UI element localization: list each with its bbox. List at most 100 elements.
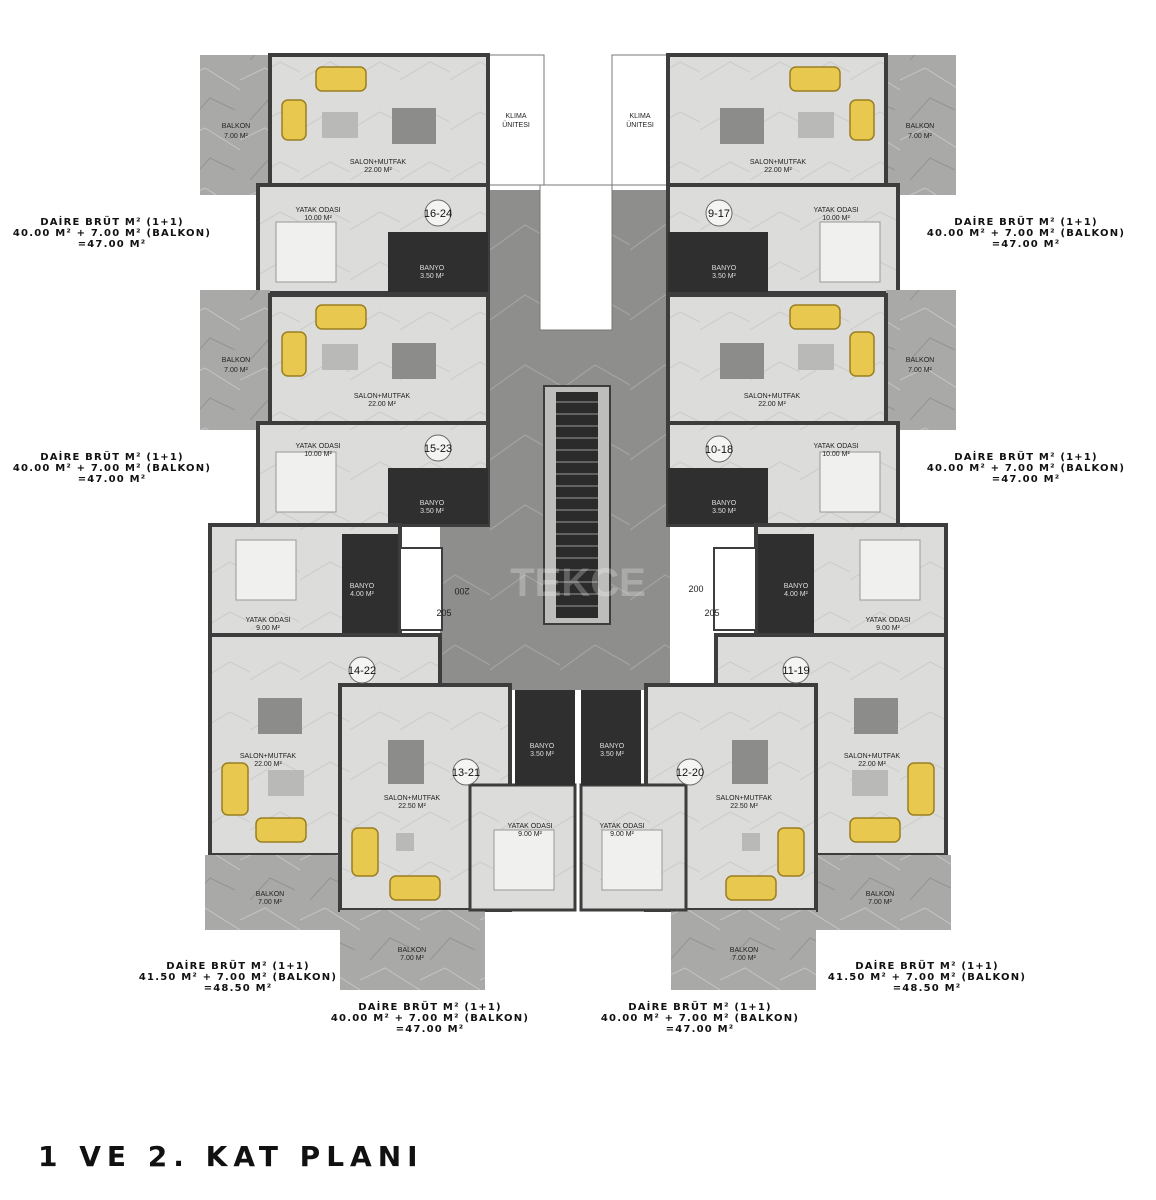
living-kitchen-label: SALON+MUTFAK	[240, 753, 297, 760]
balcony-label: BALKON	[906, 123, 934, 130]
dimension-label: 205	[704, 608, 719, 618]
bedroom-area: 10.00 M²	[822, 451, 850, 458]
living-kitchen-area: 22.00 M²	[758, 401, 786, 408]
summary-line: 40.00 M² + 7.00 M² (BALKON)	[330, 1013, 530, 1024]
summary-line: =47.00 M²	[395, 1024, 465, 1035]
bedroom-label: YATAK ODASI	[865, 617, 910, 624]
bedroom-area: 9.00 M²	[876, 625, 900, 632]
bathroom-area: 3.50 M²	[420, 273, 444, 280]
climate-unit-label-2: ÜNITESI	[502, 121, 530, 129]
area-summary: DAİRE BRÜT M² (1+1) 40.00 M² + 7.00 M² (…	[876, 217, 1156, 250]
bedroom-area: 9.00 M²	[610, 831, 634, 838]
summary-line: 40.00 M² + 7.00 M² (BALKON)	[12, 463, 212, 474]
summary-line: =47.00 M²	[77, 474, 147, 485]
bedroom-area: 10.00 M²	[822, 215, 850, 222]
living-kitchen-area: 22.50 M²	[730, 803, 758, 810]
bathroom-area: 4.00 M²	[350, 591, 374, 598]
living-kitchen-label: SALON+MUTFAK	[350, 159, 407, 166]
unit-number: 14-22	[348, 665, 376, 677]
page-title: 1 VE 2. KAT PLANI	[38, 1140, 424, 1173]
living-kitchen-label: SALON+MUTFAK	[744, 393, 801, 400]
summary-line: DAİRE BRÜT M² (1+1)	[628, 1002, 772, 1013]
living-kitchen-label: SALON+MUTFAK	[384, 795, 441, 802]
living-kitchen-label: SALON+MUTFAK	[716, 795, 773, 802]
bathroom-label: BANYO	[530, 743, 555, 750]
bathroom-label: BANYO	[600, 743, 625, 750]
bedroom-label: YATAK ODASI	[295, 443, 340, 450]
unit-number: 15-23	[424, 443, 452, 455]
living-kitchen-area: 22.00 M²	[254, 761, 282, 768]
summary-line: =48.50 M²	[892, 983, 962, 994]
bedroom-label: YATAK ODASI	[507, 823, 552, 830]
living-kitchen-area: 22.00 M²	[368, 401, 396, 408]
summary-line: =47.00 M²	[991, 474, 1061, 485]
balcony-area: 7.00 M²	[224, 133, 248, 140]
balcony-label: BALKON	[398, 947, 426, 954]
unit-number: 13-21	[452, 767, 480, 779]
balcony-label: BALKON	[222, 123, 250, 130]
balcony-area: 7.00 M²	[732, 955, 756, 962]
balcony-label: BALKON	[222, 357, 250, 364]
bedroom-area: 9.00 M²	[518, 831, 542, 838]
balcony-area: 7.00 M²	[908, 367, 932, 374]
area-summary: DAİRE BRÜT M² (1+1) 40.00 M² + 7.00 M² (…	[550, 1002, 850, 1035]
bathroom-label: BANYO	[350, 583, 375, 590]
unit-number: 11-19	[782, 665, 809, 677]
balcony-area: 7.00 M²	[224, 367, 248, 374]
summary-line: =48.50 M²	[203, 983, 273, 994]
unit-number: 16-24	[424, 208, 452, 220]
balcony-label: BALKON	[866, 891, 894, 898]
bathroom-area: 3.50 M²	[420, 508, 444, 515]
summary-line: =47.00 M²	[665, 1024, 735, 1035]
balcony-label: BALKON	[256, 891, 284, 898]
living-kitchen-label: SALON+MUTFAK	[354, 393, 411, 400]
summary-line: 40.00 M² + 7.00 M² (BALKON)	[600, 1013, 800, 1024]
watermark: TEKCE	[510, 561, 646, 605]
living-kitchen-area: 22.50 M²	[398, 803, 426, 810]
summary-line: DAİRE BRÜT M² (1+1)	[40, 452, 184, 463]
unit-number: 12-20	[676, 767, 704, 779]
summary-line: DAİRE BRÜT M² (1+1)	[855, 961, 999, 972]
summary-line: DAİRE BRÜT M² (1+1)	[40, 217, 184, 228]
dimension-label: 200	[688, 584, 703, 594]
climate-unit-label: KLIMA	[629, 113, 650, 120]
bathroom-area: 3.50 M²	[600, 751, 624, 758]
bedroom-label: YATAK ODASI	[599, 823, 644, 830]
area-summary: DAİRE BRÜT M² (1+1) 41.50 M² + 7.00 M² (…	[88, 961, 388, 994]
bathroom-area: 3.50 M²	[530, 751, 554, 758]
bathroom-area: 3.50 M²	[712, 273, 736, 280]
bedroom-area: 9.00 M²	[256, 625, 280, 632]
living-kitchen-area: 22.00 M²	[364, 167, 392, 174]
bedroom-label: YATAK ODASI	[295, 207, 340, 214]
summary-line: 41.50 M² + 7.00 M² (BALKON)	[827, 972, 1027, 983]
balcony-area: 7.00 M²	[868, 899, 892, 906]
balcony-area: 7.00 M²	[908, 133, 932, 140]
summary-line: DAİRE BRÜT M² (1+1)	[954, 452, 1098, 463]
summary-line: =47.00 M²	[991, 239, 1061, 250]
summary-line: 40.00 M² + 7.00 M² (BALKON)	[926, 463, 1126, 474]
bathroom-label: BANYO	[712, 265, 737, 272]
bathroom-label: BANYO	[420, 500, 445, 507]
bedroom-label: YATAK ODASI	[245, 617, 290, 624]
balcony-label: BALKON	[906, 357, 934, 364]
living-kitchen-area: 22.00 M²	[858, 761, 886, 768]
bathroom-area: 3.50 M²	[712, 508, 736, 515]
plan-structure	[200, 53, 956, 990]
area-summary: DAİRE BRÜT M² (1+1) 40.00 M² + 7.00 M² (…	[876, 452, 1156, 485]
area-summary: DAİRE BRÜT M² (1+1) 40.00 M² + 7.00 M² (…	[0, 217, 262, 250]
balcony-area: 7.00 M²	[258, 899, 282, 906]
bedroom-area: 10.00 M²	[304, 215, 332, 222]
bathroom-label: BANYO	[784, 583, 809, 590]
area-summary: DAİRE BRÜT M² (1+1) 40.00 M² + 7.00 M² (…	[0, 452, 262, 485]
bedroom-label: YATAK ODASI	[813, 443, 858, 450]
balcony-label: BALKON	[730, 947, 758, 954]
climate-unit-label: KLIMA	[505, 113, 526, 120]
area-summary: DAİRE BRÜT M² (1+1) 41.50 M² + 7.00 M² (…	[777, 961, 1077, 994]
climate-unit-label-2: ÜNITESI	[626, 121, 654, 129]
unit-number: 10-18	[705, 444, 733, 456]
living-kitchen-label: SALON+MUTFAK	[750, 159, 807, 166]
summary-line: 40.00 M² + 7.00 M² (BALKON)	[926, 228, 1126, 239]
summary-line: DAİRE BRÜT M² (1+1)	[954, 217, 1098, 228]
dimension-label: 205	[436, 608, 451, 618]
